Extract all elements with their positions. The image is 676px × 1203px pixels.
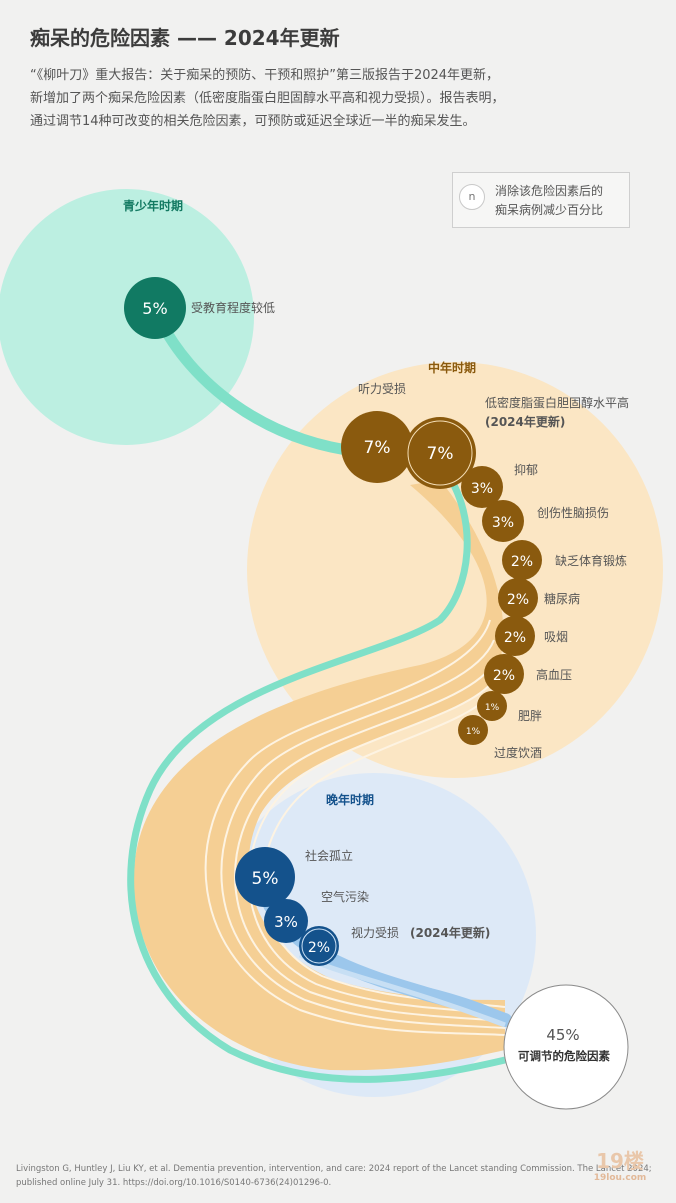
factor-label: 缺乏体育锻炼 <box>555 553 627 568</box>
factor-label: 社会孤立 <box>305 848 353 863</box>
factor-pct: 2% <box>504 630 526 646</box>
youth-flow-band <box>154 314 366 458</box>
factor-label: 抑郁 <box>514 462 538 477</box>
legend-text: 消除该危险因素后的 痴呆病例减少百分比 <box>495 182 603 220</box>
midlife-flow-band <box>133 480 505 1071</box>
factor-depression: 3% 抑郁 <box>461 462 538 508</box>
factor-label: 空气污染 <box>321 889 369 904</box>
factor-hearing-loss: 7% 听力受损 <box>341 382 413 483</box>
factor-pct: 2% <box>507 592 529 608</box>
intro-line: “《柳叶刀》重大报告：关于痴呆的预防、干预和照护”第三版报告于2024年更新， <box>30 68 500 83</box>
stage-label-late: 晚年时期 <box>326 792 374 807</box>
factor-circle <box>458 715 488 745</box>
factor-circle <box>477 691 507 721</box>
factor-label: 肥胖 <box>518 709 542 723</box>
factor-air-pollution: 3% 空气污染 <box>264 889 369 943</box>
factor-circle <box>404 417 476 489</box>
factor-circle <box>235 847 295 907</box>
total-modifiable-risk: 45% 可调节的危险因素 <box>503 984 629 1110</box>
factor-label: 创伤性脑损伤 <box>537 506 609 520</box>
total-pct: 45% <box>546 1026 579 1044</box>
factor-label: 受教育程度较低 <box>191 300 275 315</box>
factor-pct: 5% <box>142 299 167 318</box>
factor-brain-injury: 3% 创伤性脑损伤 <box>482 500 609 542</box>
factor-circle <box>461 466 503 508</box>
factor-pct: 1% <box>466 727 481 737</box>
factor-smoking: 2% 吸烟 <box>495 616 568 656</box>
factor-label: 低密度脂蛋白胆固醇水平高 <box>485 395 629 410</box>
late-flow-band <box>263 898 512 1027</box>
legend-symbol: n <box>459 184 485 210</box>
source-line: published online July 31. https://doi.or… <box>16 1178 332 1188</box>
factor-excessive-drinking: 1% 过度饮酒 <box>458 715 542 760</box>
factor-circle <box>484 654 524 694</box>
factor-ldl-cholesterol: 7% 低密度脂蛋白胆固醇水平高 (2024年更新) <box>404 395 629 489</box>
factor-social-isolation: 5% 社会孤立 <box>235 847 353 907</box>
factor-vision-loss: 2% 视力受损 (2024年更新) <box>299 925 490 966</box>
flow-stripes <box>204 619 506 1036</box>
factor-circle <box>299 926 339 966</box>
page-title: 痴呆的危险因素 —— 2024年更新 <box>30 26 340 50</box>
factor-circle <box>482 500 524 542</box>
legend-box: n 消除该危险因素后的 痴呆病例减少百分比 <box>452 172 630 228</box>
total-circle <box>503 984 629 1110</box>
factor-pct: 3% <box>274 913 298 931</box>
factor-ring <box>407 420 473 486</box>
legend-line: 痴呆病例减少百分比 <box>495 203 604 217</box>
factor-pct: 3% <box>471 481 493 497</box>
factor-label: 吸烟 <box>544 630 568 644</box>
factor-pct: 2% <box>511 554 533 570</box>
factor-obesity: 1% 肥胖 <box>477 691 542 723</box>
factor-label-update: (2024年更新) <box>485 414 565 429</box>
factor-pct: 1% <box>485 703 500 713</box>
factor-low-education: 5% 受教育程度较低 <box>124 277 275 339</box>
stage-label-youth: 青少年时期 <box>123 198 183 213</box>
factor-ring <box>301 928 337 964</box>
factor-circle <box>495 616 535 656</box>
factor-pct: 5% <box>252 869 279 889</box>
factor-pct: 2% <box>308 940 330 956</box>
watermark-sub: 19lou.com <box>593 1173 647 1183</box>
factor-label: 高血压 <box>536 667 572 682</box>
factor-label: 视力受损 <box>351 925 399 940</box>
stage-label-midlife: 中年时期 <box>428 360 476 375</box>
watermark-main: 19楼 <box>596 1149 644 1173</box>
legend-line: 消除该危险因素后的 <box>495 184 604 198</box>
factor-label: 过度饮酒 <box>494 745 542 760</box>
intro-paragraph: “《柳叶刀》重大报告：关于痴呆的预防、干预和照护”第三版报告于2024年更新， … <box>30 64 650 133</box>
factor-pct: 3% <box>492 515 514 531</box>
factor-label: 糖尿病 <box>544 591 580 606</box>
watermark-logo: 19楼 19lou.com <box>586 1150 654 1194</box>
factor-pct: 7% <box>364 438 391 458</box>
source-citation: Livingston G, Huntley J, Liu KY, et al. … <box>16 1162 652 1190</box>
factor-physical-inactivity: 2% 缺乏体育锻炼 <box>502 540 627 580</box>
teal-outer-band <box>127 467 506 1083</box>
intro-line: 通过调节14种可改变的相关危险因素，可预防或延迟全球近一半的痴呆发生。 <box>30 114 476 129</box>
factor-pct: 7% <box>427 444 454 464</box>
factor-circle <box>341 411 413 483</box>
factor-circle <box>498 578 538 618</box>
source-line: Livingston G, Huntley J, Liu KY, et al. … <box>16 1164 652 1174</box>
factor-hypertension: 2% 高血压 <box>484 654 572 694</box>
factor-circle <box>124 277 186 339</box>
factor-circle <box>502 540 542 580</box>
factor-circle <box>264 899 308 943</box>
factor-label: 听力受损 <box>358 382 406 396</box>
factor-label-update: (2024年更新) <box>410 925 490 940</box>
factor-pct: 2% <box>493 668 515 684</box>
intro-line: 新增加了两个痴呆危险因素（低密度脂蛋白胆固醇水平高和视力受损）。报告表明， <box>30 91 505 106</box>
factor-diabetes: 2% 糖尿病 <box>498 578 580 618</box>
total-label: 可调节的危险因素 <box>518 1049 610 1063</box>
